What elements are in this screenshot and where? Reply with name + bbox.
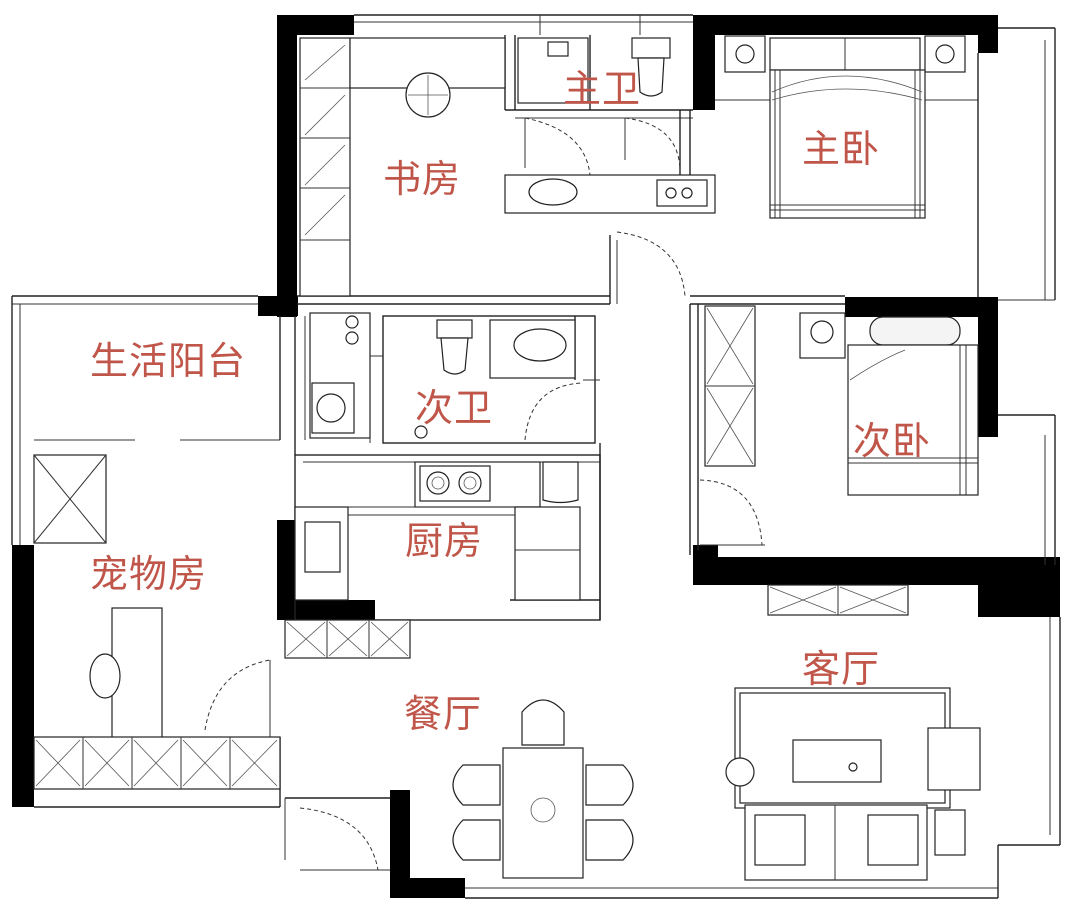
study-furniture <box>299 37 506 297</box>
dining-furniture <box>452 699 634 879</box>
room-label-second-bath: 次卫 <box>415 386 494 430</box>
room-label-study: 书房 <box>383 157 462 201</box>
room-label-kitchen: 厨房 <box>405 519 484 563</box>
kitchen-fixtures <box>294 461 581 601</box>
room-label-utility-balcony: 生活阳台 <box>90 339 247 383</box>
living-room-furniture <box>725 584 981 881</box>
second-bath-fixtures <box>414 319 576 439</box>
partition-walls <box>11 14 1061 899</box>
master-bedroom-furniture <box>724 35 966 219</box>
second-bedroom-furniture <box>704 305 979 496</box>
balcony-fixtures <box>309 312 371 439</box>
room-label-living-room: 客厅 <box>802 647 881 691</box>
dining-cabinet <box>284 619 411 659</box>
structural-walls <box>12 15 1060 898</box>
door-swings <box>204 117 765 871</box>
pet-room-furniture <box>33 454 281 790</box>
master-bath-fixtures <box>504 37 716 214</box>
room-label-pet-room: 宠物房 <box>90 552 208 596</box>
room-label-master-bath: 主卫 <box>563 67 642 111</box>
room-label-dining-room: 餐厅 <box>404 692 483 736</box>
room-label-master-bedroom: 主卧 <box>802 127 881 171</box>
room-label-second-bedroom: 次卧 <box>853 419 932 463</box>
